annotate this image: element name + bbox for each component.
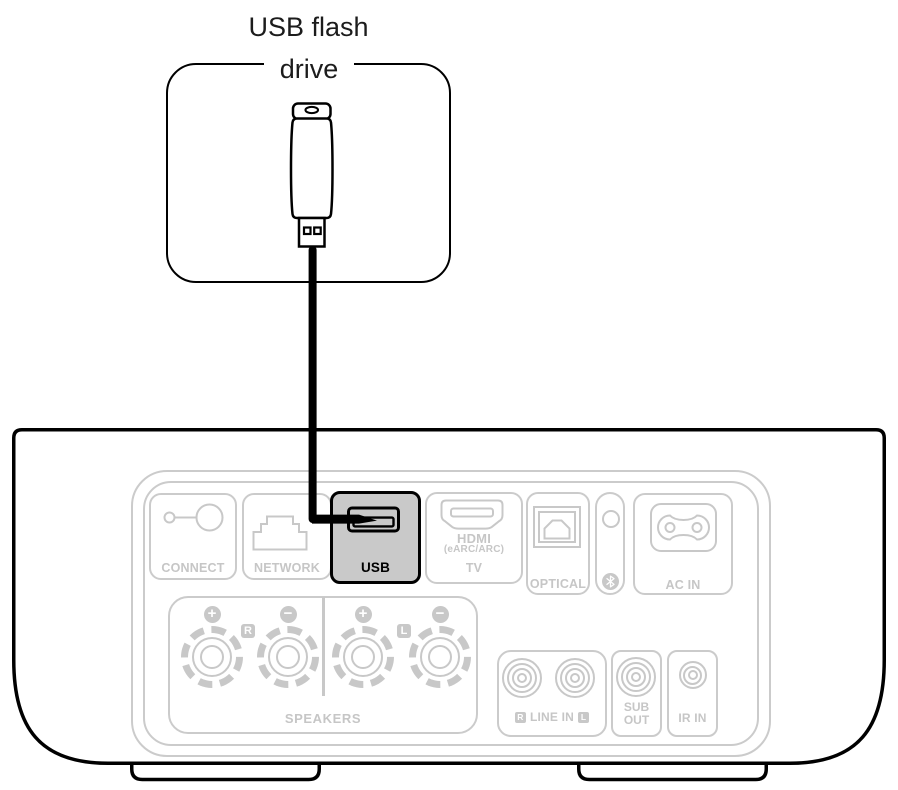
usb-label: USB bbox=[360, 560, 391, 575]
callout-frame bbox=[166, 63, 451, 283]
minus-icon: − bbox=[431, 606, 449, 623]
speaker-channel-divider bbox=[322, 597, 325, 696]
speaker-post-l-minus bbox=[409, 626, 471, 688]
bluetooth-button bbox=[602, 510, 620, 528]
sub-out-label-line1: SUB bbox=[623, 700, 650, 714]
callout-title-line2: drive bbox=[264, 55, 354, 86]
ir-in-label: IR IN bbox=[678, 711, 707, 725]
right-channel-badge: R bbox=[241, 624, 255, 638]
sub-out-jack bbox=[616, 657, 656, 697]
hdmi-label: HDMI bbox=[456, 531, 492, 546]
speakers-label: SPEAKERS bbox=[284, 711, 362, 726]
device-foot-right bbox=[577, 761, 768, 782]
callout-title-line1: USB flash bbox=[248, 12, 369, 42]
tv-label: TV bbox=[465, 561, 483, 575]
line-in-l-jack bbox=[555, 658, 595, 698]
hdmi-earc-label: (eARC/ARC) bbox=[443, 544, 505, 555]
sub-out-label-line2: OUT bbox=[623, 713, 650, 727]
device-foot-left bbox=[130, 761, 321, 782]
network-label: NETWORK bbox=[254, 561, 320, 575]
speaker-post-r-minus bbox=[257, 626, 319, 688]
bluetooth-rune bbox=[606, 575, 615, 588]
line-in-l-badge: L bbox=[578, 711, 590, 723]
minus-icon: − bbox=[279, 606, 297, 623]
speaker-post-l-plus bbox=[332, 626, 394, 688]
speaker-post-r-plus bbox=[181, 626, 243, 688]
sub-out-label: SUB OUT bbox=[611, 701, 662, 727]
ir-in-jack bbox=[678, 661, 707, 689]
ac-in-label: AC IN bbox=[665, 578, 701, 592]
optical-label: OPTICAL bbox=[529, 577, 587, 591]
left-channel-badge: L bbox=[397, 624, 411, 638]
line-in-label-row: R LINE IN L bbox=[497, 710, 607, 724]
plus-icon: + bbox=[203, 606, 221, 623]
line-in-label: LINE IN bbox=[529, 710, 575, 724]
line-in-r-jack bbox=[502, 658, 542, 698]
line-in-r-badge: R bbox=[514, 711, 526, 723]
bluetooth-icon bbox=[602, 573, 619, 590]
connect-label: CONNECT bbox=[161, 561, 225, 575]
plus-icon: + bbox=[354, 606, 372, 623]
